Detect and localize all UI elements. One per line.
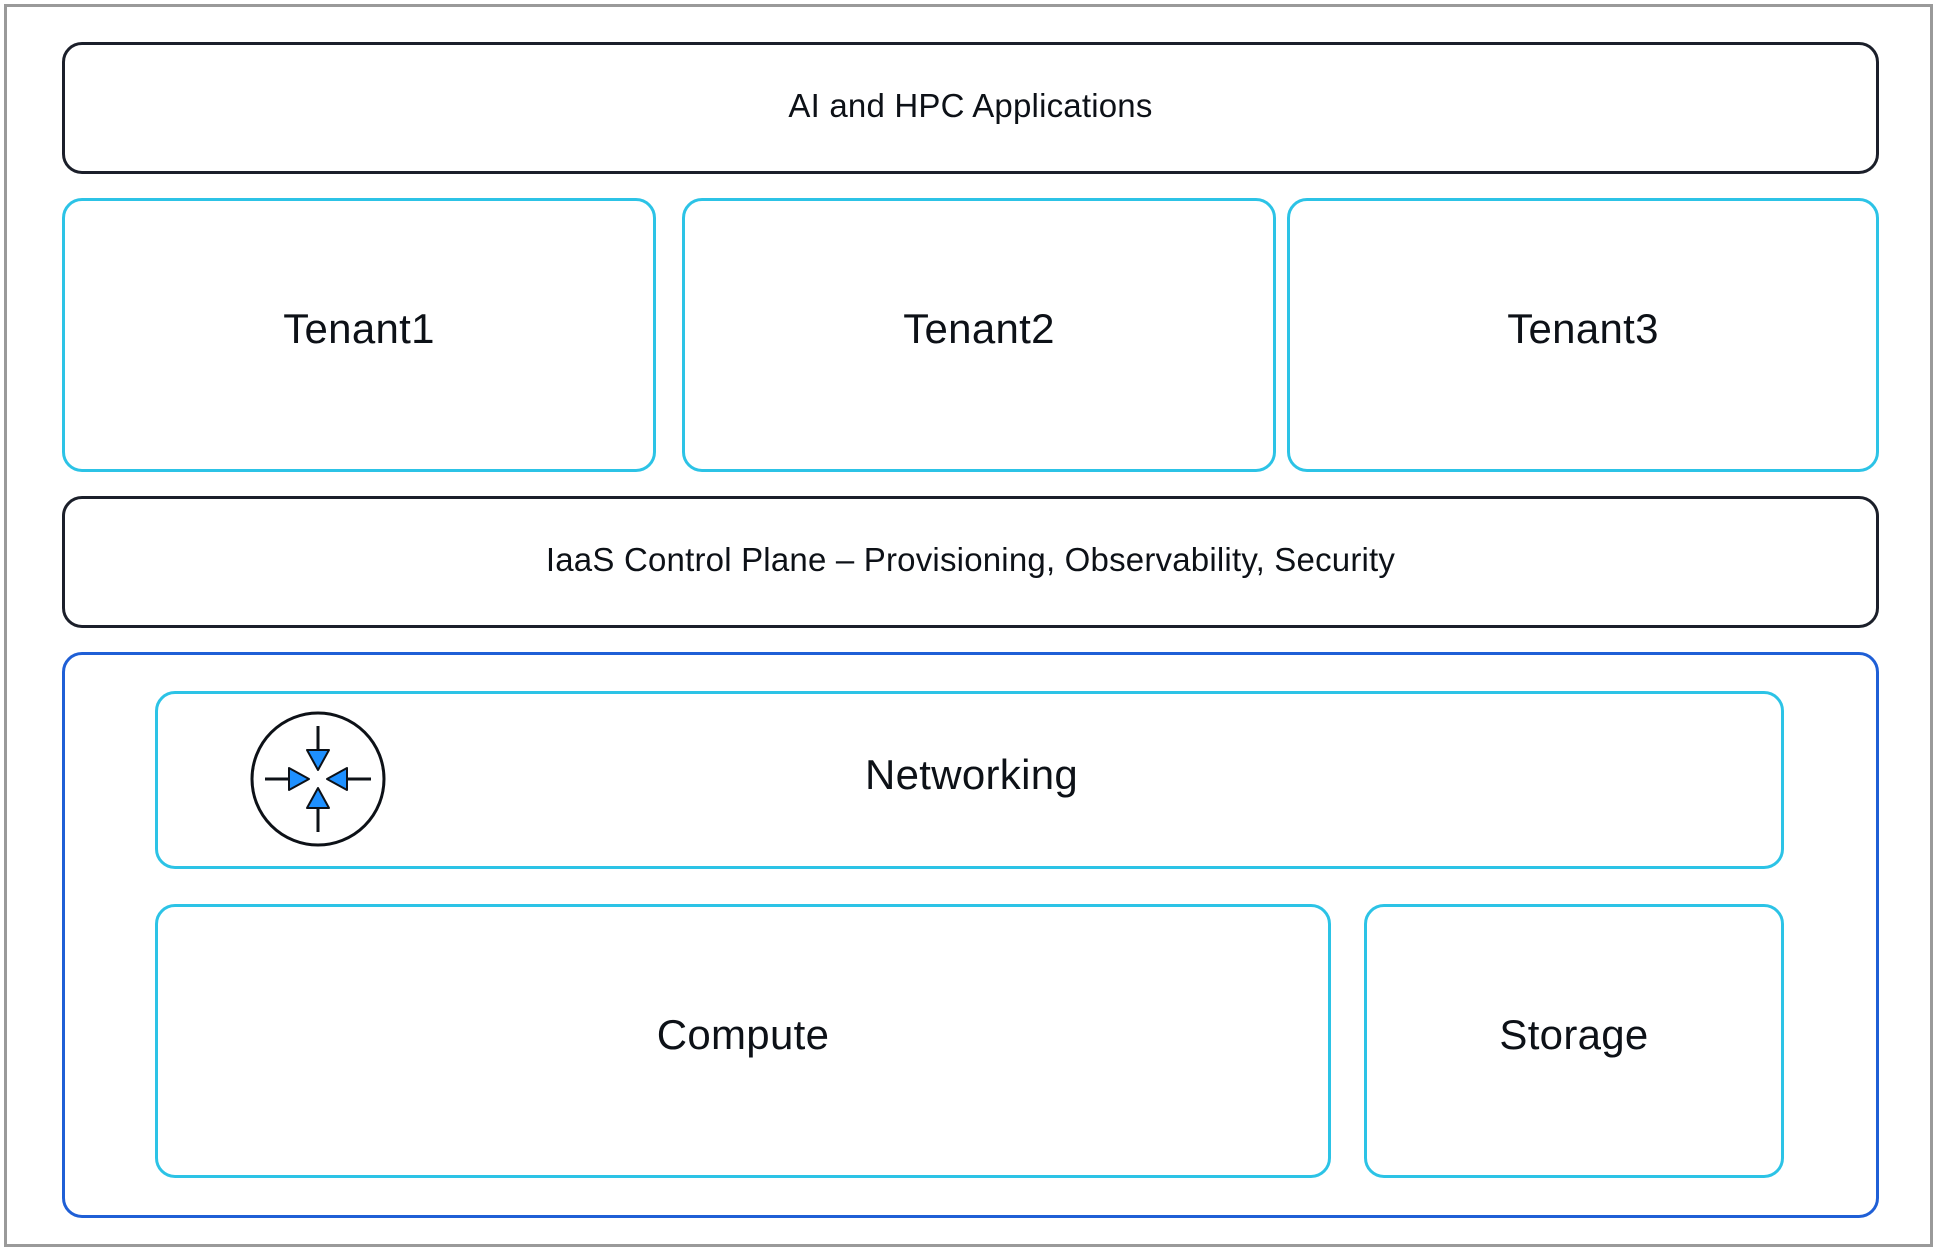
networking-label: Networking [864,751,1079,798]
tenant-box-1: Tenant1 [62,198,656,472]
tenant-box-3: Tenant3 [1287,198,1879,472]
storage-box: Storage [1364,904,1784,1178]
tenant-label: Tenant1 [283,305,435,352]
tenant-label: Tenant3 [1507,305,1659,352]
applications-layer: AI and HPC Applications [62,42,1879,174]
router-icon [250,711,386,847]
infrastructure-layer [62,652,1879,1218]
control-plane-label: IaaS Control Plane – Provisioning, Obser… [545,541,1396,578]
compute-label: Compute [656,1011,830,1058]
tenant-label: Tenant2 [903,305,1055,352]
applications-label: AI and HPC Applications [788,87,1153,124]
networking-box: Networking [155,691,1784,869]
control-plane-layer: IaaS Control Plane – Provisioning, Obser… [62,496,1879,628]
compute-box: Compute [155,904,1331,1178]
diagram-frame [4,4,1933,1247]
storage-label: Storage [1499,1011,1649,1058]
tenant-box-2: Tenant2 [682,198,1276,472]
